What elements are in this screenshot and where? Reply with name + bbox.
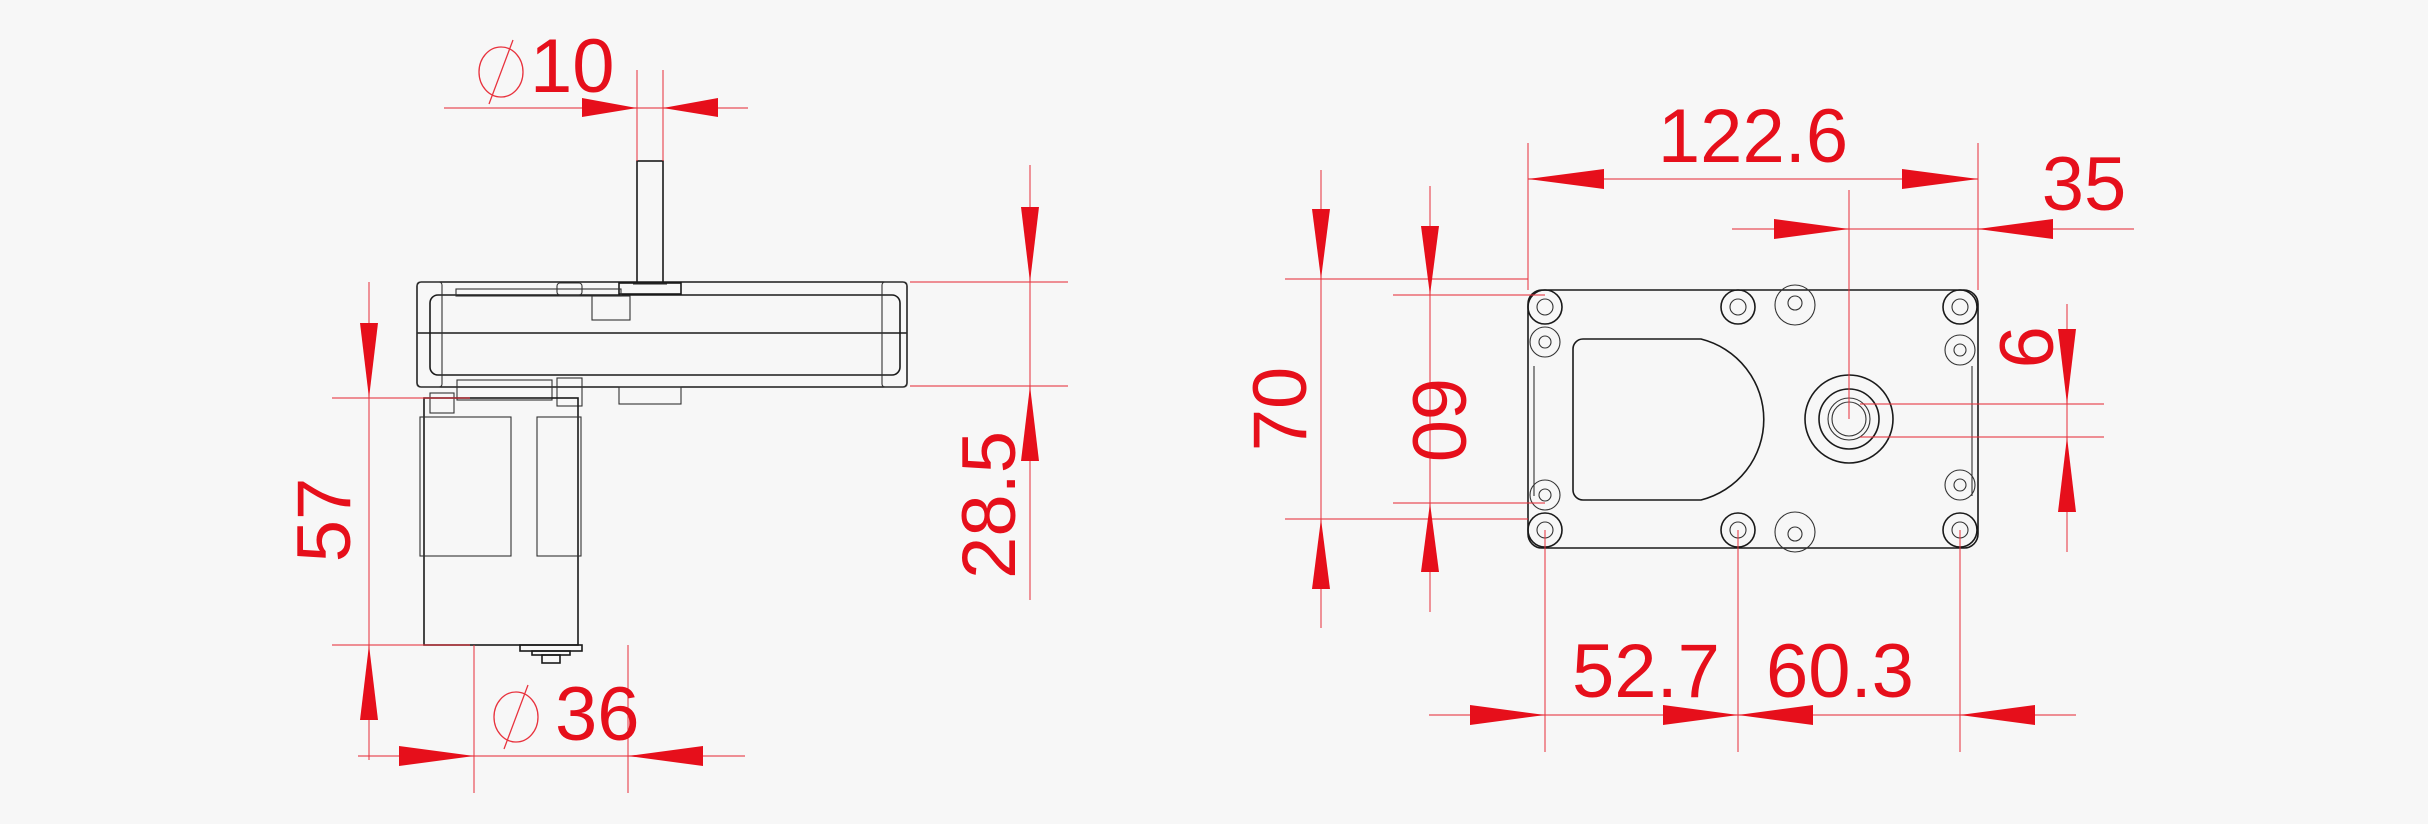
dim-label-motor-diameter: 36 xyxy=(555,672,640,757)
dim-label-motor-length: 57 xyxy=(282,478,367,563)
dimension-gearbox-thickness: 28.5 xyxy=(910,165,1068,600)
hole xyxy=(1942,289,1978,325)
dimension-shaft-offset: 35 xyxy=(1732,142,2134,419)
motor-body xyxy=(419,392,583,664)
side-view: 10 57 36 28.5 xyxy=(282,24,1068,793)
dimension-hole-spacing-vertical: 60 xyxy=(1393,186,1545,612)
hole xyxy=(1774,284,1816,326)
output-shaft xyxy=(618,160,682,295)
dim-label-hole-spacing-left: 52.7 xyxy=(1572,629,1720,714)
dimension-motor-length: 57 xyxy=(282,282,470,760)
hole xyxy=(1774,511,1816,553)
hole xyxy=(1527,289,1563,325)
dimension-motor-diameter: 36 xyxy=(358,645,745,793)
dimension-overall-height: 70 xyxy=(1238,170,1528,628)
hole xyxy=(1529,479,1561,511)
dim-label-gearbox-thickness: 28.5 xyxy=(947,431,1032,579)
dim-label-shaft-diameter: 10 xyxy=(530,24,615,109)
hole xyxy=(1944,469,1976,501)
dimension-shaft-flat: 9 xyxy=(1860,304,2104,552)
dim-label-hole-spacing-right: 60.3 xyxy=(1766,629,1914,714)
dim-label-shaft-flat: 9 xyxy=(1983,326,2068,368)
mounting-plate xyxy=(1527,289,1979,549)
hole xyxy=(1944,334,1976,366)
hole xyxy=(1720,289,1756,325)
diameter-icon xyxy=(478,39,524,105)
dimension-overall-length: 122.6 xyxy=(1527,94,1979,290)
hole xyxy=(1529,326,1561,358)
dim-label-overall-height: 70 xyxy=(1238,367,1323,452)
diameter-icon xyxy=(493,684,539,750)
dim-label-shaft-offset: 35 xyxy=(2042,142,2127,227)
gearbox-body xyxy=(416,281,908,407)
dimension-shaft-diameter: 10 xyxy=(444,24,748,161)
dim-label-hole-spacing-vertical: 60 xyxy=(1396,378,1481,463)
front-view: 122.6 35 70 60 xyxy=(1238,94,2134,752)
mounting-holes xyxy=(1527,284,1978,553)
dimension-hole-spacing-horizontal: 52.7 60.3 xyxy=(1429,530,2076,752)
dim-label-overall-length: 122.6 xyxy=(1658,94,1848,179)
